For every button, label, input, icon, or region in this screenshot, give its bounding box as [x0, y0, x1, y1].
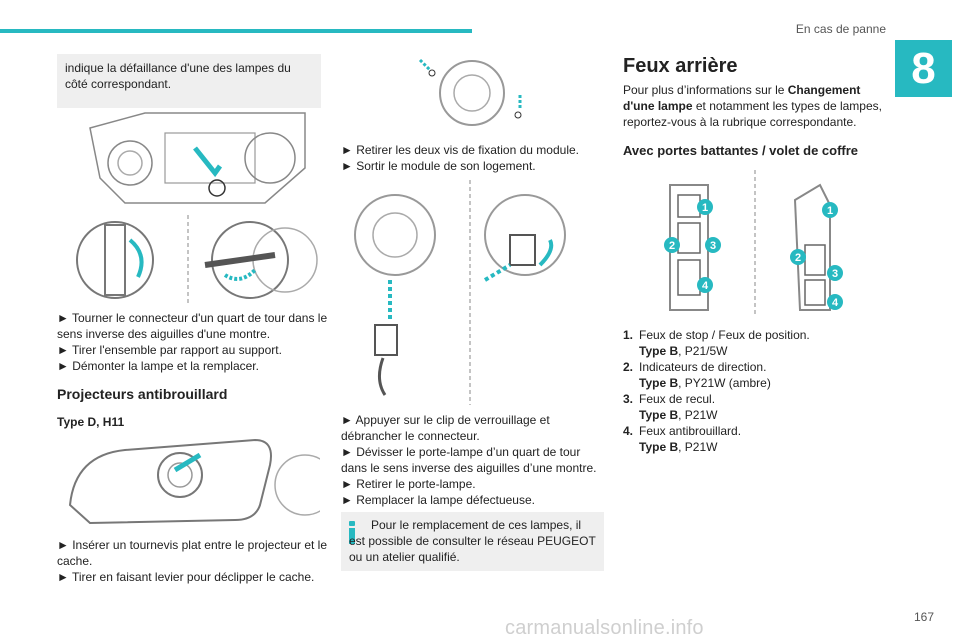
callout-1: 1 — [702, 202, 708, 214]
connector-rotate-illustration — [76, 215, 318, 305]
info-box: Pour le remplacement de ces lampes, il e… — [341, 512, 604, 571]
callout-3: 3 — [710, 240, 716, 252]
step: ► Dévisser le porte-lampe d’un quart de … — [341, 445, 597, 475]
callout-3: 3 — [832, 268, 838, 280]
header-accent-bar — [0, 29, 472, 33]
step: ► Appuyer sur le clip de verrouillage et… — [341, 413, 550, 443]
fog-module-screws-illustration — [418, 58, 522, 126]
chapter-number-badge: 8 — [895, 40, 952, 97]
list-item: 3.Feux de recul.Type B, P21W — [623, 392, 718, 422]
lamp-list: 1.Feux de stop / Feux de position.Type B… — [623, 327, 893, 455]
callout-2: 2 — [669, 240, 675, 252]
chapter-title: En cas de panne — [795, 22, 886, 36]
step: ► Démonter la lampe et la remplacer. — [57, 359, 259, 373]
watermark: carmanualsonline.info — [505, 617, 704, 639]
fog-type-label: Type D, H11 — [57, 415, 125, 429]
lamp-failure-note: indique la défaillance d'une des lampes … — [57, 54, 321, 108]
fog-steps: ► Insérer un tournevis plat entre le pro… — [57, 537, 329, 585]
list-item: 4.Feux antibrouillard.Type B, P21W — [623, 424, 742, 454]
rear-doors-subtitle: Avec portes battantes / volet de coffre — [623, 143, 859, 158]
fog-lamp-cover-illustration — [68, 438, 320, 525]
step: ► Tirer l'ensemble par rapport au suppor… — [57, 343, 282, 357]
step: ► Tourner le connecteur d'un quart de to… — [57, 311, 328, 341]
bulb-steps: ► Appuyer sur le clip de verrouillage et… — [341, 412, 606, 508]
step: ► Tirer en faisant levier pour déclipper… — [57, 570, 315, 584]
callout-4: 4 — [832, 297, 839, 309]
module-steps: ► Retirer les deux vis de fixation du mo… — [341, 142, 606, 174]
step: ► Retirer le porte-lampe. — [341, 477, 476, 491]
info-icon — [347, 521, 356, 544]
info-text: Pour le remplacement de ces lampes, il e… — [349, 518, 596, 564]
list-item: 2.Indicateurs de direction.Type B, PY21W… — [623, 360, 771, 390]
note-text: indique la défaillance d'une des lampes … — [65, 61, 291, 91]
section-title-fog: Projecteurs antibrouillard — [57, 386, 228, 402]
headlamp-illustration — [89, 112, 306, 204]
page-number: 167 — [913, 610, 934, 624]
step: ► Insérer un tournevis plat entre le pro… — [57, 538, 328, 568]
list-item: 1.Feux de stop / Feux de position.Type B… — [623, 328, 810, 358]
callout-4: 4 — [702, 280, 709, 292]
step: ► Remplacer la lampe défectueuse. — [341, 493, 535, 507]
headlamp-steps: ► Tourner le connecteur d'un quart de to… — [57, 310, 329, 374]
rear-lights-diagram: 1 2 3 4 1 2 3 4 — [664, 170, 843, 315]
callout-2: 2 — [795, 252, 801, 264]
rear-lights-title: Feux arrière — [623, 55, 738, 77]
callout-1: 1 — [827, 205, 833, 217]
rear-lights-intro: Pour plus d’informations sur le Changeme… — [623, 83, 882, 129]
step: ► Sortir le module de son logement. — [341, 159, 536, 173]
connector-and-bulb-illustration — [354, 180, 566, 405]
step: ► Retirer les deux vis de fixation du mo… — [341, 143, 579, 157]
